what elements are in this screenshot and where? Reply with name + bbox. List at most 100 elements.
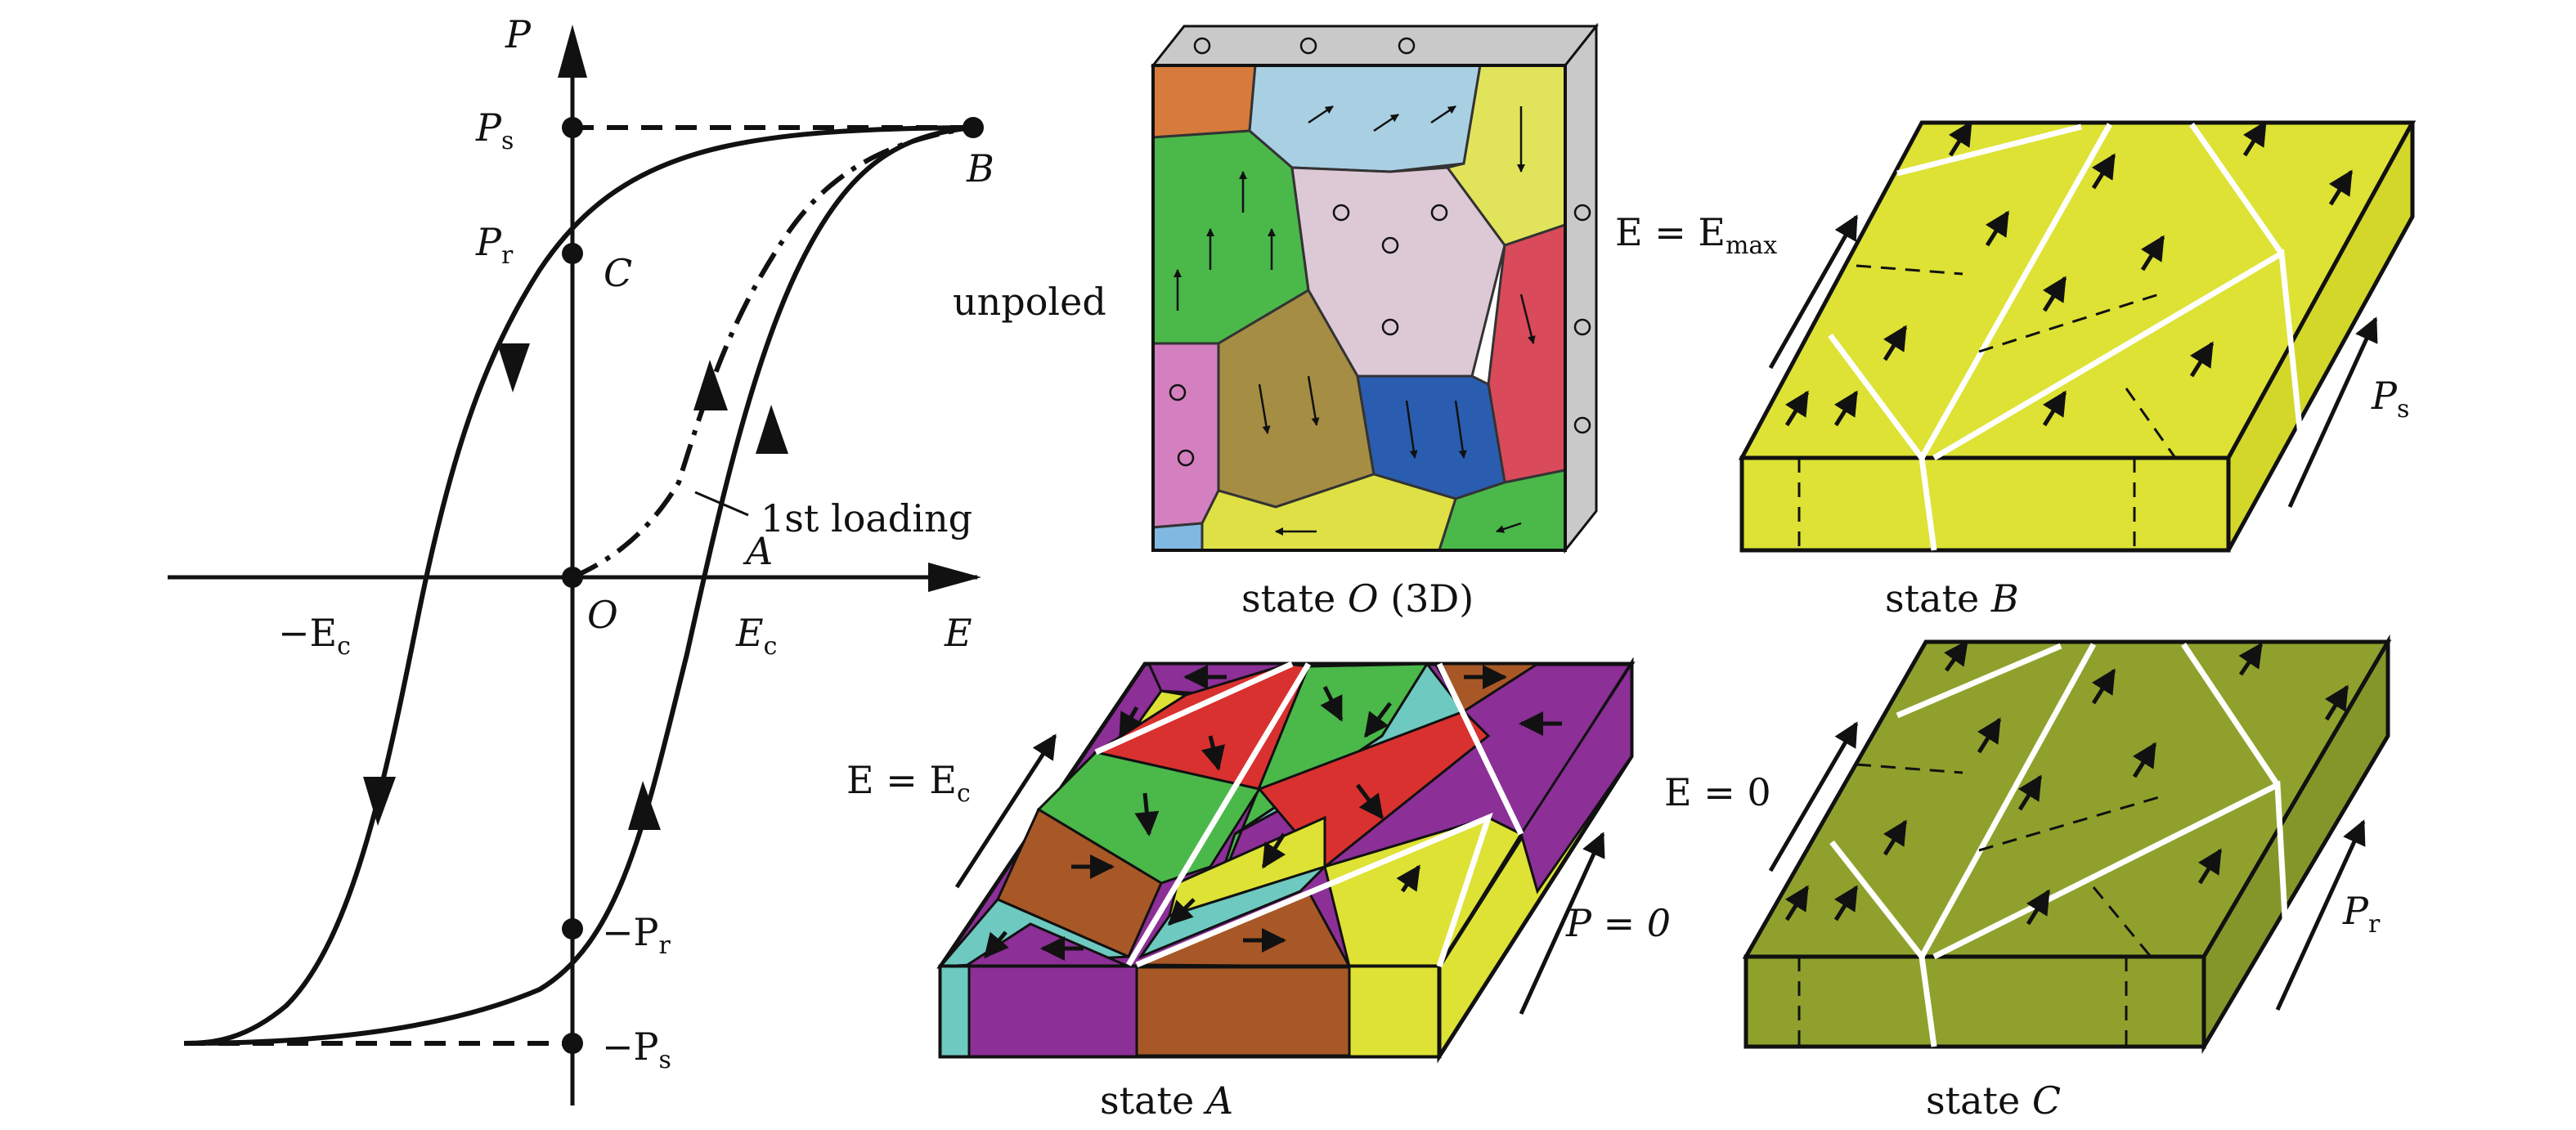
dipole bbox=[1784, 390, 1810, 427]
state-o-side bbox=[1564, 22, 1598, 554]
wall bbox=[1919, 643, 2097, 958]
dipole bbox=[1883, 325, 1908, 361]
state-o-out-of-plane-dipoles bbox=[1169, 37, 1591, 467]
first-loading-leader bbox=[694, 491, 749, 517]
label-point-c: C bbox=[604, 251, 632, 295]
state-a-front-purple bbox=[967, 965, 1138, 1058]
dipole-dot bbox=[1573, 416, 1591, 434]
dipole bbox=[1519, 294, 1536, 344]
dipole bbox=[1134, 792, 1160, 836]
dipole bbox=[1833, 390, 1859, 427]
grain-lightblue bbox=[1248, 64, 1482, 173]
dipole bbox=[1308, 105, 1334, 124]
arrow-descending-upper bbox=[497, 343, 530, 392]
state-a-dipoles bbox=[984, 665, 1562, 961]
dipole-dot bbox=[1193, 37, 1211, 55]
polarization-arrow-a bbox=[1519, 832, 1605, 1016]
field-arrow-b bbox=[1768, 214, 1859, 370]
hysteresis-plot: P E Ps Pr −Pr −Ps Ec −Ec O A B C 1st loa… bbox=[168, 12, 994, 1105]
dipole bbox=[2189, 341, 2215, 378]
arrow-first-loading bbox=[693, 360, 728, 410]
state-b-grain-walls bbox=[1828, 123, 2309, 551]
label-axis-p: P bbox=[505, 12, 532, 56]
state-b-subgrain-dashes bbox=[1797, 264, 2177, 550]
dipole bbox=[1496, 522, 1522, 533]
dipole bbox=[2091, 668, 2116, 705]
label-field-a: E = Ec bbox=[846, 758, 971, 808]
subgrain-line bbox=[2092, 886, 2152, 957]
state-c-front bbox=[1744, 954, 2206, 1049]
field-arrow-c bbox=[1768, 721, 1859, 872]
dipole bbox=[2026, 889, 2051, 926]
dipole bbox=[2140, 235, 2165, 271]
state-b-dipoles bbox=[1784, 120, 2354, 427]
state-o-back-top bbox=[1150, 25, 1600, 67]
point-ps bbox=[562, 117, 583, 138]
state-c-subgrain-dashes bbox=[1797, 763, 2160, 1047]
state-o-grains bbox=[1151, 64, 1567, 552]
state-c-dipoles bbox=[1784, 639, 2349, 926]
descending-branch bbox=[183, 125, 974, 1046]
dipole bbox=[1405, 400, 1418, 459]
dipole-dot bbox=[1398, 37, 1416, 55]
dipole bbox=[2324, 684, 2349, 721]
label-pol-b: Ps bbox=[2371, 374, 2409, 424]
label-ec: Ec bbox=[735, 611, 777, 661]
label-field-c: E = 0 bbox=[1664, 770, 1771, 814]
label-axis-e: E bbox=[944, 611, 972, 655]
arrow-descending-lower bbox=[363, 777, 396, 826]
grain-pink bbox=[1151, 342, 1220, 529]
dipole bbox=[1364, 702, 1392, 738]
label-field-b: E = Emax bbox=[1615, 210, 1777, 260]
wall bbox=[1125, 662, 1312, 966]
wall bbox=[1436, 662, 1524, 836]
point-neg-ps bbox=[562, 1033, 583, 1054]
dipole-dot bbox=[1177, 449, 1195, 467]
subgrain-line bbox=[1978, 796, 2160, 852]
label-point-o: O bbox=[587, 593, 618, 637]
label-pr: Pr bbox=[475, 220, 514, 270]
grain-lightblue-corner bbox=[1151, 522, 1204, 552]
state-a-front-yellow bbox=[1348, 965, 1441, 1058]
dipole bbox=[1430, 105, 1456, 124]
polarization-arrow-b bbox=[2287, 316, 2378, 509]
dipole bbox=[2132, 742, 2157, 778]
dipole bbox=[2091, 153, 2116, 190]
state-a-front-cyan bbox=[939, 965, 971, 1058]
field-arrow-a bbox=[954, 733, 1057, 889]
dipole bbox=[1118, 706, 1142, 738]
label-point-b: B bbox=[966, 146, 994, 191]
point-o bbox=[562, 567, 583, 588]
point-b bbox=[963, 117, 984, 138]
state-b-front bbox=[1739, 455, 2231, 553]
dipole bbox=[1258, 383, 1271, 434]
wall bbox=[1896, 123, 2082, 177]
label-pol-c: Pr bbox=[2342, 889, 2381, 939]
dipole-dot bbox=[1573, 318, 1591, 336]
state-o-front-outline bbox=[1151, 64, 1567, 552]
dipole bbox=[1833, 885, 1859, 921]
p-axis-arrowhead bbox=[558, 25, 587, 78]
dipole bbox=[1944, 639, 1969, 672]
subgrain-line bbox=[2125, 388, 2177, 459]
dipole bbox=[984, 930, 1009, 959]
dipole bbox=[2042, 390, 2067, 427]
panel-state-a: E = Ec P = 0 state A bbox=[846, 657, 1671, 1123]
dipole-dot bbox=[1299, 37, 1317, 55]
dipole bbox=[2197, 848, 2223, 885]
ascending-branch bbox=[183, 125, 974, 1046]
point-c bbox=[562, 243, 583, 264]
dipole bbox=[1200, 735, 1226, 771]
dipole-dot bbox=[1332, 204, 1350, 222]
label-state-b: state B bbox=[1885, 576, 2019, 621]
grain-orange bbox=[1151, 64, 1257, 139]
grain-cyan-mid bbox=[1137, 865, 1326, 960]
dipole bbox=[2238, 642, 2264, 676]
label-state-o: state O (3D) bbox=[1241, 576, 1474, 621]
panel-state-c: E = 0 Pr state C bbox=[1664, 634, 2392, 1123]
first-loading-curve bbox=[571, 125, 974, 580]
label-neg-ec: −Ec bbox=[278, 611, 351, 661]
state-o-dipoles bbox=[1174, 105, 1536, 536]
dipole bbox=[1454, 400, 1467, 459]
dipole bbox=[1396, 864, 1421, 893]
